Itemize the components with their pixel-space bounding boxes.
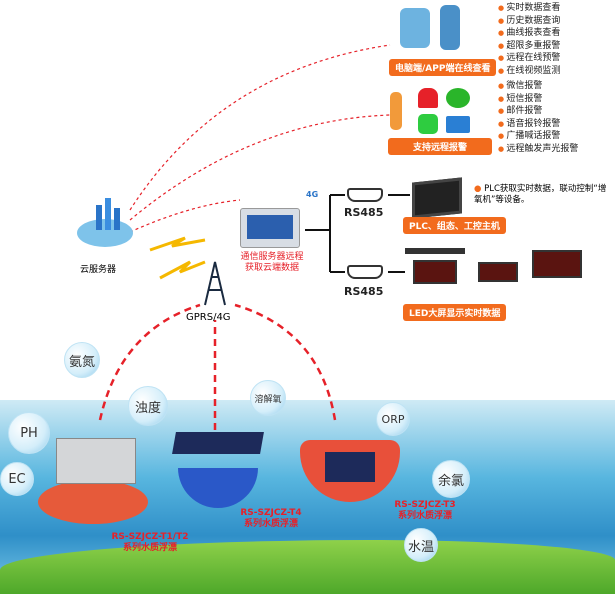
user-computer-icon: [400, 8, 430, 48]
feature-item: 超限多重报警: [498, 40, 560, 53]
feature-item: 广播喊话报警: [498, 130, 578, 143]
link-cloud-alarm: [129, 114, 391, 221]
alarm-features-list: 微信报警 短信报警 邮件报警 语音报铃报警 广播喊话报警 远程触发声光报警: [498, 80, 578, 155]
grass-background: [0, 540, 615, 594]
tower-icon: [204, 261, 226, 306]
gateway-label-line2: 获取云端数据: [244, 263, 299, 273]
buoy-model: RS-SZJCZ-T1/T2: [111, 532, 189, 542]
cloud-icon: [77, 198, 133, 247]
led-board-stand: [478, 262, 518, 282]
view-features-list: 实时数据查看 历史数据查询 曲线报表查看 超限多重报警 远程在线预警 在线视频监…: [498, 2, 560, 77]
plc-monitor-icon: [412, 177, 462, 219]
link-cloud-view: [129, 44, 391, 211]
mail-icon: [446, 116, 470, 133]
buoy-desc: 系列水质浮漂: [243, 519, 298, 529]
feature-item: 远程在线预警: [498, 52, 560, 65]
rs485-port-icon: [347, 188, 383, 202]
gateway-4g-label: 4G: [306, 190, 319, 199]
sensor-do: 溶解氧: [250, 380, 286, 416]
tower-label: GPRS/4G: [186, 312, 231, 323]
link-cloud-gateway: [129, 199, 241, 233]
led-port-label: RS485: [344, 285, 384, 298]
feature-item: 邮件报警: [498, 105, 578, 118]
buoy-model: RS-SZJCZ-T4: [240, 508, 302, 518]
buoy-t1t2-body: [56, 438, 136, 484]
buoy-t3-panel: [325, 452, 375, 482]
person-icon: [390, 92, 402, 130]
feature-item: 短信报警: [498, 93, 578, 106]
lightning-icon: [159, 260, 206, 280]
sensor-ammonia: 氨氮: [64, 342, 100, 378]
plc-note: ● PLC获取实时数据，联动控制“增氧机”等设备。: [474, 184, 607, 205]
led-board-large: [532, 250, 582, 278]
buoy-desc: 系列水质浮漂: [397, 511, 452, 521]
buoy-desc: 系列水质浮漂: [122, 543, 177, 553]
feature-item: 曲线报表查看: [498, 27, 560, 40]
sensor-orp: ORP: [376, 402, 410, 436]
rs485-port-icon: [347, 265, 383, 279]
led-board-pavilion: [405, 248, 465, 294]
sensor-ec: EC: [0, 462, 34, 496]
feature-item: 历史数据查询: [498, 15, 560, 28]
feature-item: 实时数据查看: [498, 2, 560, 15]
buoy-model: RS-SZJCZ-T3: [394, 500, 456, 510]
siren-icon: [418, 88, 438, 108]
sensor-turbidity: 浊度: [128, 386, 168, 426]
message-icon: [418, 114, 438, 134]
sensor-ph: PH: [8, 412, 50, 454]
gateway-device: [240, 208, 300, 248]
feature-item: 在线视频监测: [498, 65, 560, 78]
plc-port-label: RS485: [344, 206, 384, 219]
user-phone-icon: [440, 5, 460, 50]
plc-badge: PLC、组态、工控主机: [403, 217, 506, 234]
view-badge: 电脑端/APP端在线查看: [389, 59, 497, 76]
led-badge: LED大屏显示实时数据: [403, 304, 507, 321]
gateway-label-line1: 通信服务器远程: [240, 252, 304, 262]
sensor-chlorine: 余氯: [432, 460, 470, 498]
feature-item: 语音报铃报警: [498, 118, 578, 131]
alarm-badge: 支持远程报警: [388, 138, 492, 155]
sensor-temperature: 水温: [404, 528, 438, 562]
cloud-label: 云服务器: [80, 265, 117, 275]
plc-note-text: PLC获取实时数据，联动控制“增氧机”等设备。: [474, 184, 607, 205]
wechat-icon: [446, 88, 470, 108]
feature-item: 远程触发声光报警: [498, 143, 578, 156]
feature-item: 微信报警: [498, 80, 578, 93]
gateway-label: 通信服务器远程 获取云端数据: [232, 252, 312, 274]
lightning-icon: [149, 236, 206, 252]
buoy-t1t2: [38, 480, 148, 524]
buoy-t4-panel: [172, 432, 264, 454]
